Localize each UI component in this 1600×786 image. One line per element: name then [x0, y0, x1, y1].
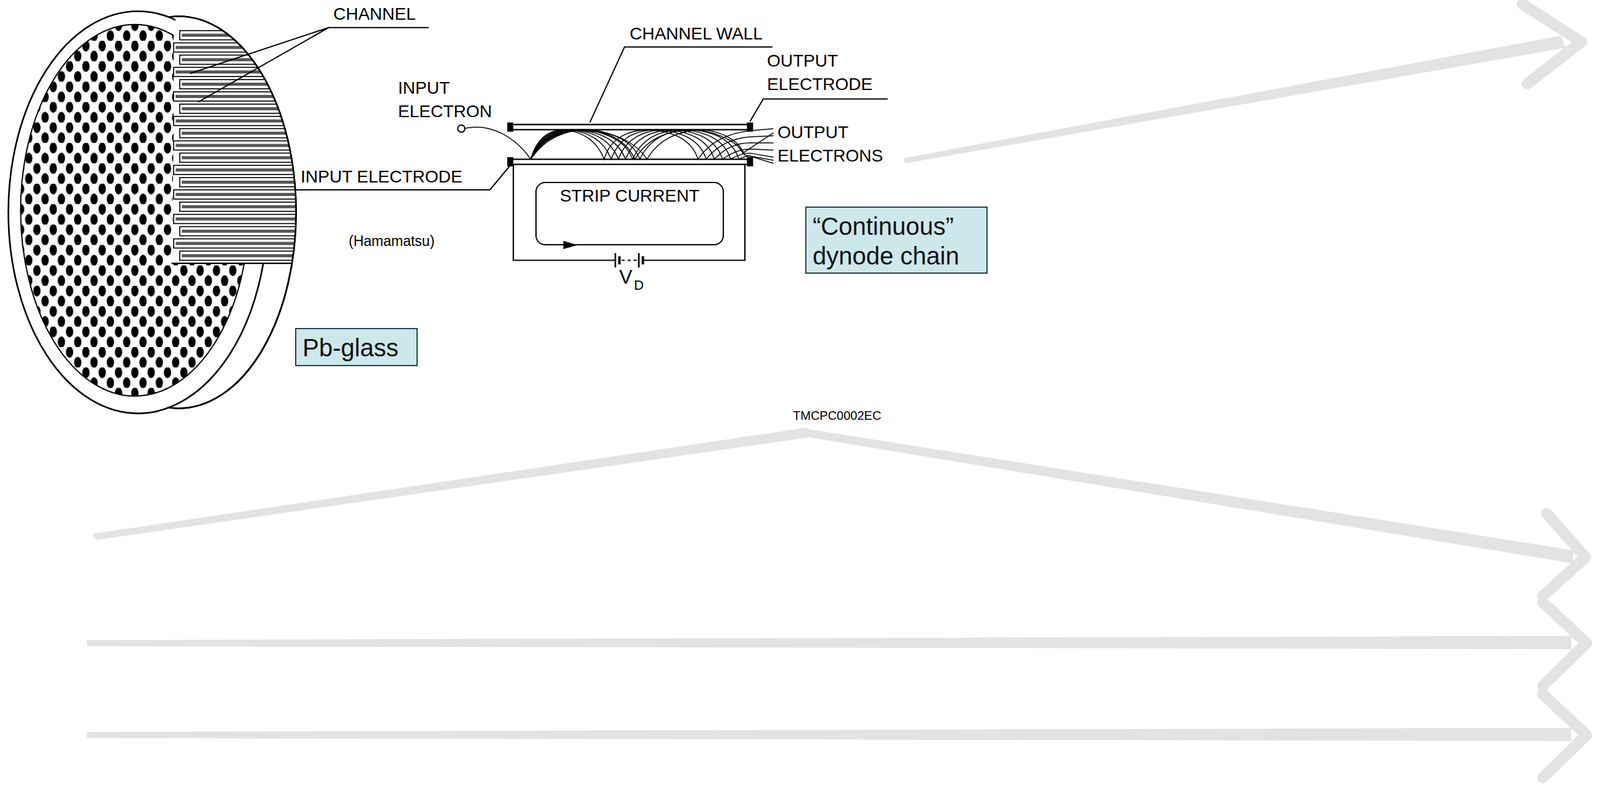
mcp-disk: [8, 10, 336, 414]
wall-line: [510, 163, 750, 165]
part-label: OUTPUT ELECTRODE: [767, 49, 894, 97]
flow-arrow: [86, 727, 1572, 742]
tube-shade: [181, 33, 335, 37]
tube-shade: [175, 241, 329, 245]
part-label: V: [619, 264, 633, 289]
part-label: INPUT ELECTRON: [397, 76, 512, 124]
tube-shade: [181, 229, 335, 233]
part-label: TMCPC0002EC: [792, 407, 882, 423]
leader-line: [189, 27, 429, 74]
battery-plate: [641, 256, 645, 265]
wall-line: [510, 128, 750, 130]
callout-box: “Continuous” dynode chain: [805, 206, 988, 274]
tube-shade: [175, 217, 329, 221]
wire: [513, 164, 616, 261]
trajectory: [530, 129, 774, 164]
leader-line: [296, 165, 511, 190]
tube-shade: [181, 205, 335, 209]
battery-plate: [614, 253, 617, 268]
flow-arrows: [86, 35, 1574, 741]
leader-line: [198, 27, 329, 103]
arrow-head: [1542, 513, 1586, 596]
arrow-head: [1542, 693, 1587, 778]
flow-arrow: [805, 428, 1573, 564]
electron-trajectories: [464, 126, 774, 164]
strip-circuit: [513, 164, 745, 268]
flow-arrow: [86, 635, 1572, 650]
channel-tubes: [173, 30, 333, 261]
cut-face-edge: [171, 262, 307, 264]
input-electron: [457, 125, 466, 133]
input-electrode: [507, 157, 514, 167]
trajectory: [530, 129, 774, 159]
node-text: Pb-glass: [302, 332, 411, 363]
battery-gap: [621, 259, 638, 261]
tube-shade: [181, 107, 335, 111]
trajectory: [530, 129, 774, 161]
tube-shade: [181, 253, 335, 257]
tube-shade: [181, 131, 335, 135]
tube-shade: [175, 94, 329, 98]
flow-arrow: [91, 427, 813, 540]
arrow-heads: [1522, 4, 1587, 778]
part-label: D: [633, 277, 644, 294]
cutaway: [171, 10, 336, 264]
tube-shade: [175, 46, 329, 50]
strip-current-loop: STRIP CURRENT: [535, 181, 724, 246]
tube-shade: [175, 143, 329, 147]
tube-shade: [175, 192, 329, 196]
leader-line: [589, 46, 772, 123]
trajectory: [464, 126, 532, 159]
tube-shading: [175, 33, 335, 258]
tube-shade: [181, 155, 335, 159]
node-text: “Continuous” dynode chain: [812, 211, 981, 271]
part-label: CHANNEL WALL: [629, 23, 763, 45]
callout-box: Pb-glass: [295, 327, 418, 366]
flow-arrow: [903, 35, 1566, 164]
tube-shade: [181, 57, 335, 61]
arrow-head: [1542, 601, 1587, 686]
battery-plate: [617, 256, 621, 265]
arrow-head: [1522, 4, 1582, 84]
output-electrode: [746, 157, 753, 167]
battery-plate: [638, 253, 641, 268]
part-label: (Hamamatsu): [348, 232, 435, 251]
wire: [643, 164, 746, 261]
input-electrode: [507, 122, 514, 132]
tube-shade: [181, 82, 335, 86]
part-label: OUTPUT ELECTRONS: [777, 120, 904, 168]
node-text: STRIP CURRENT: [541, 185, 718, 207]
wall-line: [510, 123, 750, 126]
part-label: INPUT ELECTRODE: [300, 166, 463, 188]
tube-shade: [175, 119, 329, 123]
disk-rim: [173, 16, 297, 408]
part-label: CHANNEL: [333, 3, 416, 25]
leader-line: [749, 99, 888, 122]
